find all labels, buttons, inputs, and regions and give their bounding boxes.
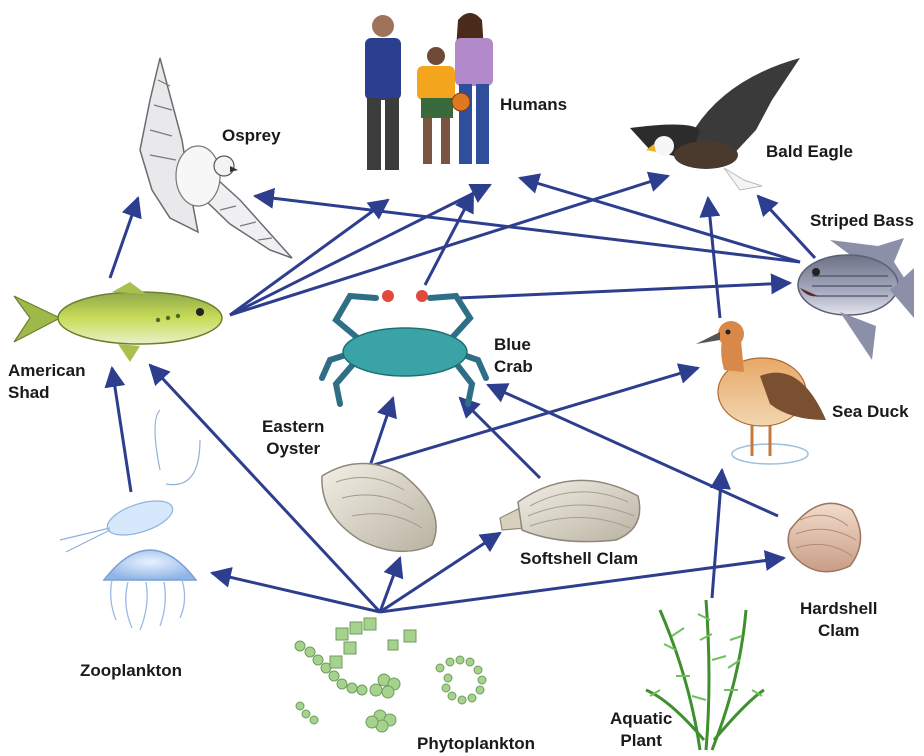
arrow-bass-to-humans — [520, 178, 800, 262]
label-aquatic-plant-line2: Plant — [610, 730, 672, 752]
arrow-duck-to-eagle — [708, 198, 720, 318]
zooplankton-illustration — [60, 410, 200, 630]
label-humans: Humans — [500, 94, 567, 116]
label-zooplankton: Zooplankton — [80, 660, 182, 682]
label-osprey: Osprey — [222, 125, 281, 147]
label-american-shad: American Shad — [8, 360, 85, 404]
label-eastern-oyster-line1: Eastern — [262, 416, 324, 438]
label-phytoplankton: Phytoplankton — [417, 733, 535, 755]
arrow-bass-to-osprey — [255, 196, 800, 262]
label-sea-duck: Sea Duck — [832, 401, 909, 423]
arrow-oyster-to-duck — [370, 368, 698, 466]
label-softshell-clam: Softshell Clam — [520, 548, 638, 570]
eastern-oyster-illustration — [322, 463, 436, 551]
american-shad-illustration — [14, 282, 222, 362]
osprey-illustration — [140, 58, 292, 258]
label-eastern-oyster: Eastern Oyster — [262, 416, 324, 460]
arrow-crab-to-bass — [458, 283, 790, 298]
label-blue-crab-line1: Blue — [494, 334, 533, 356]
arrow-oyster-to-crab — [370, 398, 393, 466]
label-eastern-oyster-line2: Oyster — [262, 438, 324, 460]
label-american-shad-line1: American — [8, 360, 85, 382]
hardshell-clam-illustration — [788, 503, 860, 571]
label-hardshell-clam-line1: Hardshell — [800, 598, 877, 620]
label-blue-crab: Blue Crab — [494, 334, 533, 378]
label-american-shad-line2: Shad — [8, 382, 85, 404]
label-aquatic-plant-line1: Aquatic — [610, 708, 672, 730]
arrow-bass-to-eagle — [758, 196, 815, 258]
softshell-clam-illustration — [500, 480, 640, 541]
label-blue-crab-line2: Crab — [494, 356, 533, 378]
arrow-zoo-to-shad — [112, 368, 131, 492]
sea-duck-illustration — [696, 321, 826, 464]
phytoplankton-illustration — [295, 618, 486, 732]
arrow-softshell-to-crab — [460, 398, 540, 478]
humans-illustration — [365, 13, 493, 170]
label-bald-eagle: Bald Eagle — [766, 141, 853, 163]
arrow-shad-to-osprey — [110, 198, 138, 278]
label-striped-bass: Striped Bass — [810, 210, 914, 232]
label-aquatic-plant: Aquatic Plant — [610, 708, 672, 752]
arrow-layer — [110, 176, 815, 612]
arrow-phyto-to-zoo — [212, 573, 380, 612]
label-hardshell-clam-line2: Clam — [800, 620, 877, 642]
bald-eagle-illustration — [630, 58, 800, 190]
blue-crab-illustration — [322, 290, 486, 404]
label-hardshell-clam: Hardshell Clam — [800, 598, 877, 642]
